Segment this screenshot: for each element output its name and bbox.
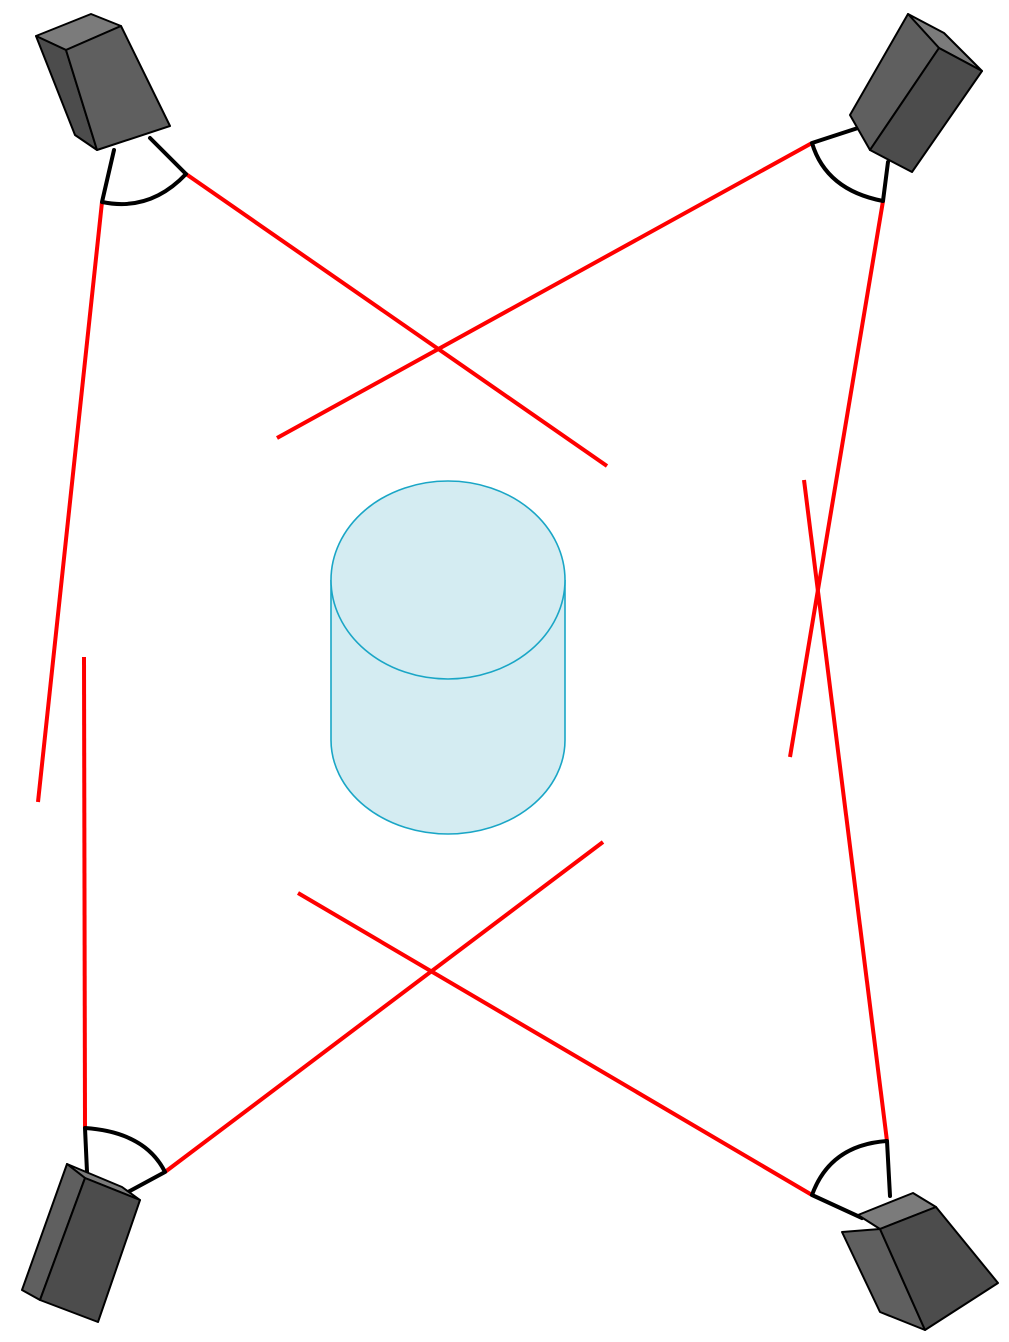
camera-side-face [869,47,983,173]
camera-bottom-right [810,1139,999,1331]
fov-edge-right [881,160,890,203]
fov-edge-right [885,1139,892,1198]
camera-icon [21,1163,141,1323]
ray-bottom-right-up [802,479,889,1142]
ray-top-left-down [36,201,104,803]
fov-edge-left [810,1193,864,1220]
cylinder-icon [330,480,566,835]
ray-top-left-diagonal [184,172,609,468]
fov-arc [84,1126,167,1173]
fov-arc [101,172,188,207]
ray-top-right-diagonal [276,141,813,440]
camera-top-right [810,13,983,203]
ray-top-right-down [788,200,885,758]
fov-arc [810,1139,888,1196]
fov-edge-left [810,126,860,145]
camera-top-left [35,13,188,207]
camera-icon [35,13,171,151]
ray-bottom-left-diagonal [163,840,605,1174]
camera-front-face [65,25,171,151]
camera-bottom-left [21,1126,167,1323]
fov-edge-left [100,148,116,204]
fov-edge-left [83,1126,89,1174]
fov-edge-right [126,1170,167,1194]
ray-bottom-right-diagonal [296,891,814,1197]
camera-side-face [39,1177,141,1323]
ray-bottom-left-up [82,656,87,1129]
fov-arc [810,142,884,203]
cylinder-top [330,480,566,680]
camera-icon [849,13,983,173]
camera-side-face [879,1206,999,1331]
camera-icon [841,1192,999,1331]
fov-edge-right [148,136,188,176]
ray-group [36,141,889,1197]
